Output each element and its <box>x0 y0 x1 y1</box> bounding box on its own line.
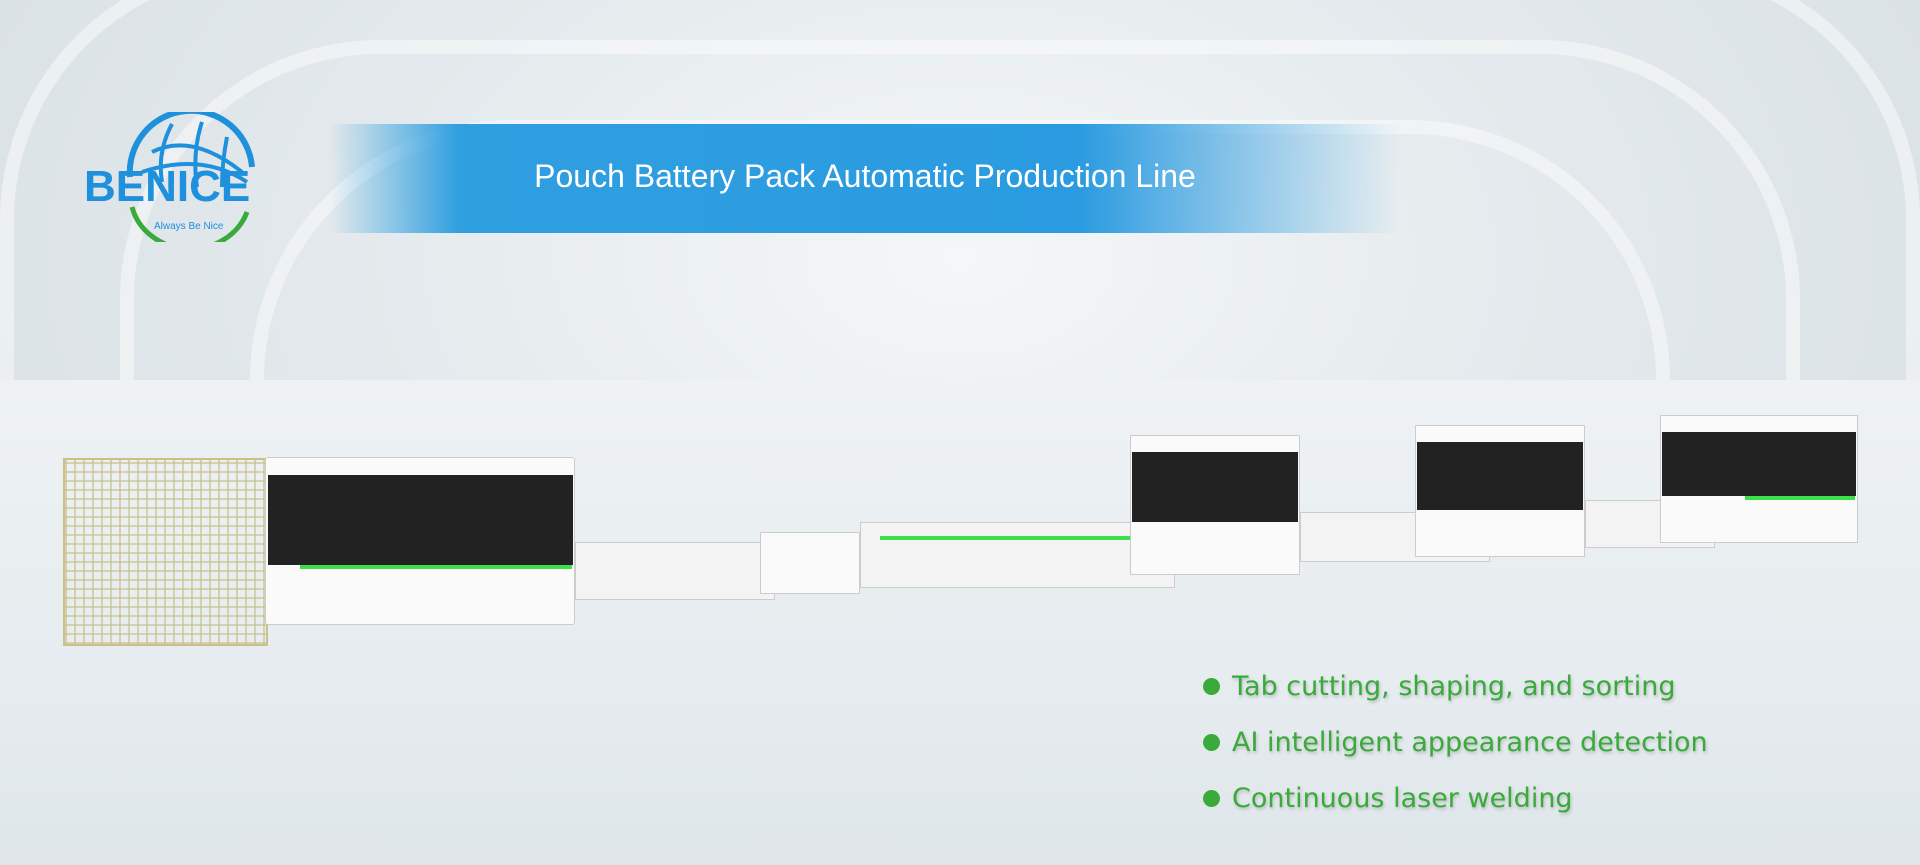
logo-text: BENICE <box>84 162 251 211</box>
feature-item: Tab cutting, shaping, and sorting <box>1203 658 1708 714</box>
green-strip <box>880 536 1175 540</box>
machine-2-panel <box>1132 452 1298 522</box>
feature-item: AI intelligent appearance detection <box>1203 714 1708 770</box>
feature-item: Continuous laser welding <box>1203 770 1708 826</box>
feature-text: Tab cutting, shaping, and sorting <box>1232 670 1676 702</box>
feature-text: AI intelligent appearance detection <box>1232 726 1708 758</box>
machine-1-panel <box>268 475 573 565</box>
machine-3-panel <box>1417 442 1583 510</box>
station <box>760 532 860 594</box>
bullet-icon <box>1203 677 1220 695</box>
feature-text: Continuous laser welding <box>1232 782 1573 814</box>
robot-cage <box>63 458 268 646</box>
title-banner: Pouch Battery Pack Automatic Production … <box>330 124 1400 233</box>
bullet-icon <box>1203 789 1220 807</box>
svg-text:Always Be Nice: Always Be Nice <box>154 221 224 232</box>
globe-icon: Always Be Nice <box>126 112 255 242</box>
bullet-icon <box>1203 733 1220 751</box>
feature-list: Tab cutting, shaping, and sorting AI int… <box>1203 658 1708 826</box>
page-title: Pouch Battery Pack Automatic Production … <box>534 158 1196 194</box>
conveyor <box>575 542 775 600</box>
green-strip <box>300 565 572 569</box>
machine-4-panel <box>1662 432 1856 496</box>
benice-logo: Always Be Nice BENICE <box>82 112 297 242</box>
long-conveyor <box>860 522 1175 588</box>
green-strip <box>1745 496 1855 500</box>
